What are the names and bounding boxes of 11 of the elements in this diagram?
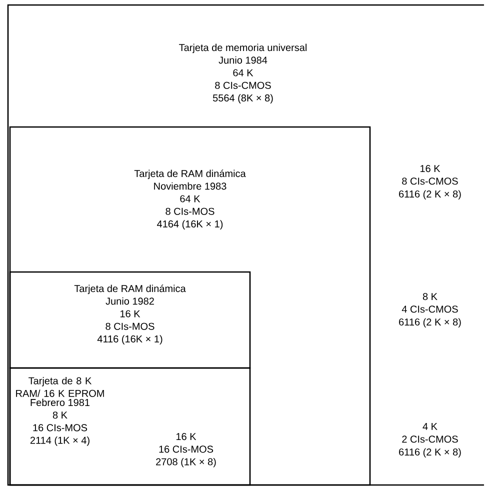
chip-label: 4 K (422, 423, 438, 430)
chip-label: 6116 (2 K × 8) (399, 448, 461, 458)
chip-label: 8 CIs-CMOS (402, 178, 458, 185)
chip-label: 8 K (422, 293, 438, 300)
chip-label: 2 CIs-CMOS (402, 436, 458, 443)
chip-label: 16 K (420, 165, 440, 172)
memory-card-box: Tarjeta de 8 K RAM/ 16 K EPROM Febrero 1981 8 K 16 CIs-MOS 2114 (1K × 4) 16 K 16 CIs-MOS 2708 (1K × 8) (9, 367, 251, 486)
memory-card-box: Tarjeta de RAM dinámica Junio 1982 16 K 8 CIs-MOS 4116 (16K × 1) (9, 271, 251, 369)
chip-label: 4 CIs-CMOS (402, 306, 458, 313)
chip-label: 6116 (2 K × 8) (399, 190, 461, 200)
chip-label: 6116 (2 K × 8) (399, 318, 461, 328)
